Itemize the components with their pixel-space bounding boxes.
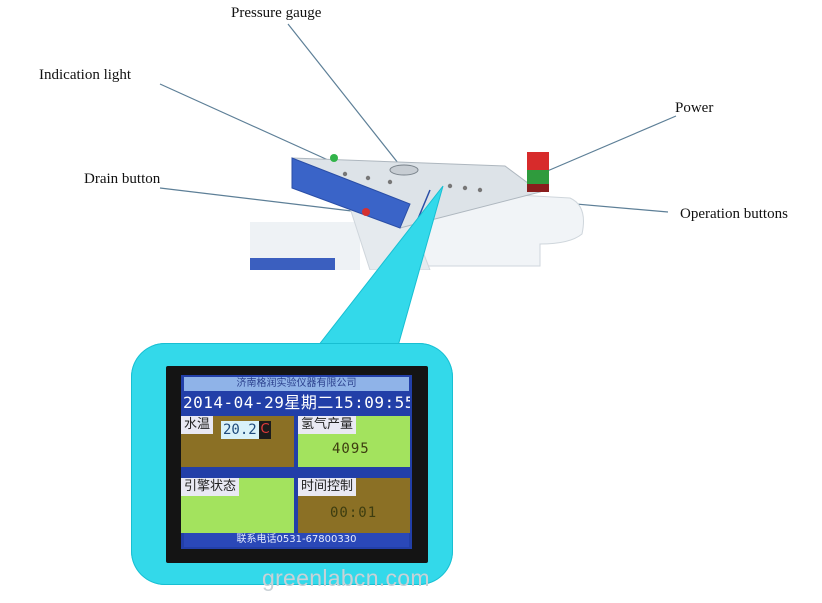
engine-status-label: 引擎状态 <box>181 478 240 496</box>
indication-light-leader <box>159 83 329 161</box>
operation-buttons-label: Operation buttons <box>680 206 788 222</box>
power-label: Power <box>675 100 714 116</box>
panel-hydrogen-output[interactable]: 氢气产量 4095 <box>298 416 410 467</box>
hydrogen-output-value: 4095 <box>332 441 370 457</box>
indication-light-label: Indication light <box>39 67 132 83</box>
lcd-company-title: 济南格润实验仪器有限公司 <box>184 377 409 391</box>
time-control-value: 00:01 <box>330 505 378 521</box>
water-temp-value: 20.2 <box>221 421 259 439</box>
power-leader <box>544 115 677 173</box>
drain-button-leader <box>159 187 361 213</box>
lcd-contact-footer: 联系电话0531-67800330 <box>184 533 409 547</box>
hydrogen-output-label: 氢气产量 <box>298 416 357 434</box>
pressure-gauge-label: Pressure gauge <box>231 5 322 21</box>
panel-engine-status[interactable]: 引擎状态 <box>181 478 294 533</box>
lcd-screen: 济南格润实验仪器有限公司 2014-04-29星期二15:09:55 水温 20… <box>181 375 412 549</box>
time-control-label: 时间控制 <box>298 478 357 496</box>
water-temp-label: 水温 <box>181 416 214 434</box>
drain-button-label: Drain button <box>84 171 161 187</box>
watermark: greenlabcn.com <box>262 565 430 591</box>
panel-water-temp[interactable]: 水温 20.2 C <box>181 416 294 467</box>
lcd-datetime: 2014-04-29星期二15:09:55 <box>183 393 410 412</box>
panel-time-control[interactable]: 时间控制 00:01 <box>298 478 410 533</box>
water-temp-unit: C <box>259 421 271 439</box>
pressure-gauge-leader <box>287 23 403 169</box>
